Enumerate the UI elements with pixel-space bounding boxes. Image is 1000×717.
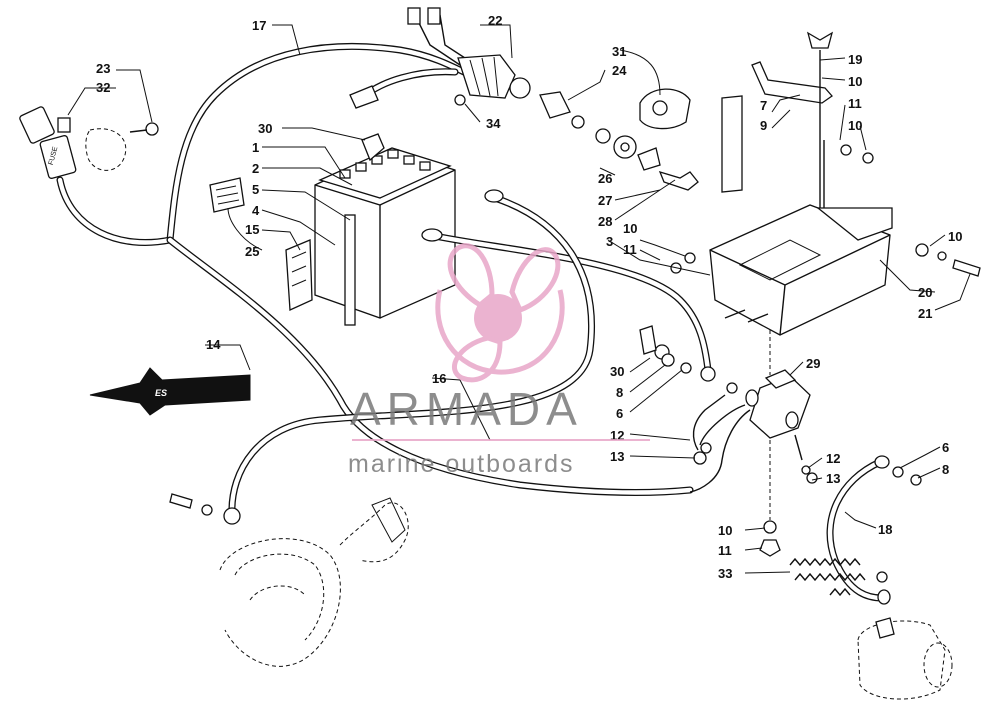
callout-17: 17: [252, 18, 266, 33]
callout-8-b: 8: [942, 462, 949, 477]
callout-11-c: 11: [718, 543, 732, 558]
callout-21: 21: [918, 306, 932, 321]
ignition-key: [658, 170, 699, 191]
callout-10-b: 10: [848, 118, 862, 133]
callout-9: 9: [760, 118, 767, 133]
watermark-subtitle: marine outboards: [348, 450, 575, 478]
callout-34: 34: [486, 116, 501, 131]
callout-23: 23: [96, 61, 110, 76]
callout-15: 15: [245, 222, 259, 237]
watermark-title: ARMADA: [350, 383, 583, 435]
switch-plate: [639, 88, 691, 130]
callout-1: 1: [252, 140, 259, 155]
ground-bolt: [169, 493, 213, 516]
callout-16: 16: [432, 371, 446, 386]
callout-10-d: 10: [948, 229, 962, 244]
callout-14: 14: [206, 337, 221, 352]
leader-lines: [67, 24, 971, 574]
fuse-label: FUSE: [48, 146, 60, 166]
callout-13-a: 13: [610, 449, 624, 464]
callout-6-b: 6: [942, 440, 949, 455]
mount-bolt: [915, 243, 981, 277]
callout-27: 27: [598, 193, 612, 208]
ignition-switch: [539, 91, 661, 171]
svg-text:ES: ES: [155, 388, 167, 398]
callout-11-b: 11: [623, 242, 637, 257]
fuse-holder: FUSE: [19, 106, 159, 179]
callout-13-b: 13: [826, 471, 840, 486]
callout-20: 20: [918, 285, 932, 300]
callout-3: 3: [606, 234, 613, 249]
engine-outline: [219, 497, 409, 667]
callout-22: 22: [488, 13, 502, 28]
callout-10-e: 10: [718, 523, 732, 538]
callout-30-bottom: 30: [610, 364, 624, 379]
battery: [314, 147, 456, 326]
callout-28: 28: [598, 214, 612, 229]
callout-5: 5: [252, 182, 259, 197]
callout-25: 25: [245, 244, 259, 259]
negative-cable: [223, 189, 595, 525]
ignition-harness: [349, 7, 531, 109]
starter-cable: [826, 455, 891, 605]
terminal-cap: [361, 133, 385, 162]
battery-box: [709, 204, 893, 336]
solenoid-hardware: [639, 325, 922, 557]
callout-2: 2: [252, 161, 259, 176]
callout-12-b: 12: [826, 451, 840, 466]
callout-4: 4: [252, 203, 260, 218]
positive-cable: [421, 228, 716, 382]
callout-11-a: 11: [848, 96, 862, 111]
callout-24: 24: [612, 63, 627, 78]
callout-7: 7: [760, 98, 767, 113]
watermark: ARMADA marine outboards: [348, 243, 650, 478]
callout-29: 29: [806, 356, 820, 371]
callout-19: 19: [848, 52, 862, 67]
return-spring: [789, 557, 866, 597]
callout-10-a: 10: [848, 74, 862, 89]
hold-down-strap: [721, 95, 743, 193]
callout-18: 18: [878, 522, 892, 537]
starter-solenoid: [745, 330, 811, 520]
watermark-logo: [435, 243, 565, 383]
callout-32: 32: [96, 80, 110, 95]
callout-30-top: 30: [258, 121, 272, 136]
wing-nut: [806, 31, 834, 49]
callout-33: 33: [718, 566, 732, 581]
callout-8-a: 8: [616, 385, 623, 400]
callout-10-c: 10: [623, 221, 637, 236]
hold-down-bracket: [751, 61, 833, 104]
battery-decal: [209, 177, 245, 213]
callout-6-a: 6: [616, 406, 623, 421]
solenoid-wires: [689, 394, 803, 493]
callout-31: 31: [612, 44, 626, 59]
callout-26: 26: [598, 171, 612, 186]
battery-pad: [285, 239, 313, 311]
starter-motor: [857, 617, 953, 700]
decal-logo: ES: [89, 367, 251, 416]
